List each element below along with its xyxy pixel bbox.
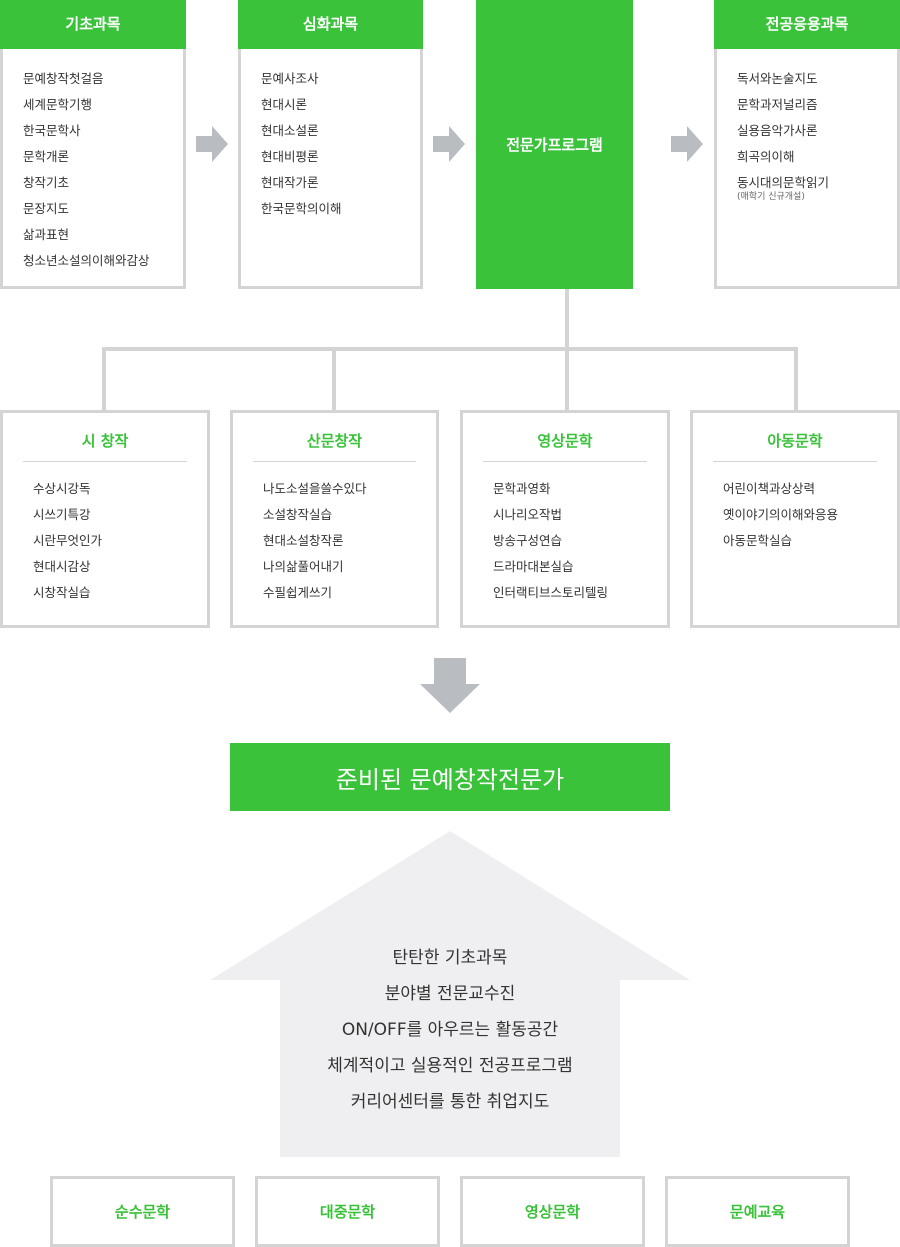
list-item: 수상시강독 (33, 481, 91, 496)
spec-title: 영상문학 (483, 430, 647, 462)
outcome-label: 대중문학 (319, 1203, 376, 1221)
list-item: 세계문학기행 (23, 97, 93, 112)
spec-list: 문학과영화 시나리오작법 방송구성연습 드라마대본실습 인터랙티브스토리텔링 (463, 462, 667, 606)
outcome-label: 문예교육 (729, 1203, 786, 1221)
list-item: 수필쉽게쓰기 (263, 585, 333, 600)
connector-drop (794, 347, 798, 411)
expert-program-title: 전문가프로그램 (506, 136, 603, 154)
arrow-right-icon (433, 126, 465, 162)
list-item: 창작기초 (23, 175, 70, 190)
course-list: 독서와논술지도 문학과저널리즘 실용음악가사론 희곡의이해 동시대의문학읽기 (… (717, 49, 897, 202)
list-item: 삶과표현 (23, 227, 70, 242)
house-line: 커리어센터를 통한 취업지도 (350, 1092, 550, 1112)
spec-box-poetry: 시 창작 수상시강독 시쓰기특강 시란무엇인가 현대시감상 시창작실습 (0, 410, 210, 628)
house-line: 체계적이고 실용적인 전공프로그램 (327, 1056, 573, 1076)
outcome-box: 영상문학 (460, 1176, 645, 1247)
list-item: 옛이야기의이해와응용 (723, 507, 839, 522)
list-item: 실용음악가사론 (737, 123, 818, 138)
spec-title: 산문창작 (253, 430, 416, 462)
connector-horizontal (102, 347, 798, 351)
list-item: 희곡의이해 (737, 149, 795, 164)
connector-drop (565, 347, 569, 411)
course-list: 문예사조사 현대시론 현대소설론 현대비평론 현대작가론 한국문학의이해 (241, 49, 420, 222)
spec-title: 시 창작 (23, 430, 187, 462)
outcome-box: 순수문학 (50, 1176, 235, 1247)
house-line: 탄탄한 기초과목 (392, 948, 508, 968)
outcome-label: 순수문학 (114, 1203, 171, 1221)
connector-drop (102, 347, 106, 411)
list-item: 시창작실습 (33, 585, 91, 600)
arrow-right-icon (196, 126, 228, 162)
spec-box-visual: 영상문학 문학과영화 시나리오작법 방송구성연습 드라마대본실습 인터랙티브스토… (460, 410, 670, 628)
list-item: 한국문학사 (23, 123, 81, 138)
course-note: (매학기 신규개설) (737, 192, 805, 202)
connector-drop (332, 347, 336, 411)
list-item: 현대소설론 (261, 123, 319, 138)
list-item: 인터랙티브스토리텔링 (493, 585, 609, 600)
list-item: 드라마대본실습 (493, 559, 574, 574)
course-title: 기초과목 (0, 0, 186, 49)
list-item: 현대소설창작론 (263, 533, 344, 548)
list-item: 아동문학실습 (723, 533, 793, 548)
list-item: 시란무엇인가 (33, 533, 103, 548)
list-item: 시나리오작법 (493, 507, 563, 522)
list-item: 현대시감상 (33, 559, 91, 574)
course-list: 문예창작첫걸음 세계문학기행 한국문학사 문학개론 창작기초 문장지도 삶과표현… (3, 49, 183, 274)
goal-banner: 준비된 문예창작전문가 (230, 743, 670, 811)
list-item: 현대비평론 (261, 149, 319, 164)
course-title: 심화과목 (238, 0, 423, 49)
course-title: 전공응용과목 (714, 0, 900, 49)
list-item: 현대작가론 (261, 175, 319, 190)
outcome-box: 문예교육 (665, 1176, 850, 1247)
outcome-label: 영상문학 (524, 1203, 581, 1221)
list-item: 독서와논술지도 (737, 71, 818, 86)
house-text: 탄탄한 기초과목 분야별 전문교수진 ON/OFF를 아우르는 활동공간 체계적… (230, 940, 670, 1120)
course-box-advanced: 심화과목 문예사조사 현대시론 현대소설론 현대비평론 현대작가론 한국문학의이… (238, 0, 423, 289)
house-line: ON/OFF를 아우르는 활동공간 (341, 1020, 559, 1040)
list-item: 문학개론 (23, 149, 70, 164)
course-box-applied: 전공응용과목 독서와논술지도 문학과저널리즘 실용음악가사론 희곡의이해 동시대… (714, 0, 900, 289)
list-item: 문학과영화 (493, 481, 551, 496)
list-item-label: 동시대의문학읽기 (737, 175, 830, 190)
connector-vertical-main (565, 289, 569, 350)
outcome-box: 대중문학 (255, 1176, 440, 1247)
list-item: 한국문학의이해 (261, 201, 342, 216)
list-item: 현대시론 (261, 97, 308, 112)
list-item: 문예사조사 (261, 71, 319, 86)
course-box-basic: 기초과목 문예창작첫걸음 세계문학기행 한국문학사 문학개론 창작기초 문장지도… (0, 0, 186, 289)
expert-program-box: 전문가프로그램 (476, 0, 633, 289)
list-item: 나의삶풀어내기 (263, 559, 344, 574)
house-shape (210, 831, 690, 1157)
arrow-right-icon (671, 126, 703, 162)
arrow-down-icon (420, 658, 480, 713)
list-item: 소설창작실습 (263, 507, 333, 522)
house-line: 분야별 전문교수진 (384, 984, 516, 1004)
spec-list: 어린이책과상상력 옛이야기의이해와응용 아동문학실습 (693, 462, 897, 554)
list-item: 문학과저널리즘 (737, 97, 818, 112)
list-item: 문장지도 (23, 201, 70, 216)
spec-title: 아동문학 (713, 430, 877, 462)
list-item: 문예창작첫걸음 (23, 71, 104, 86)
spec-box-children: 아동문학 어린이책과상상력 옛이야기의이해와응용 아동문학실습 (690, 410, 900, 628)
list-item: 어린이책과상상력 (723, 481, 816, 496)
spec-list: 나도소설을쓸수있다 소설창작실습 현대소설창작론 나의삶풀어내기 수필쉽게쓰기 (233, 462, 436, 606)
list-item: 방송구성연습 (493, 533, 563, 548)
list-item: 동시대의문학읽기 (매학기 신규개설) (737, 170, 897, 202)
list-item: 청소년소설의이해와감상 (23, 253, 150, 268)
goal-banner-text: 준비된 문예창작전문가 (335, 765, 565, 794)
list-item: 나도소설을쓸수있다 (263, 481, 367, 496)
spec-box-prose: 산문창작 나도소설을쓸수있다 소설창작실습 현대소설창작론 나의삶풀어내기 수필… (230, 410, 439, 628)
spec-list: 수상시강독 시쓰기특강 시란무엇인가 현대시감상 시창작실습 (3, 462, 207, 606)
list-item: 시쓰기특강 (33, 507, 91, 522)
